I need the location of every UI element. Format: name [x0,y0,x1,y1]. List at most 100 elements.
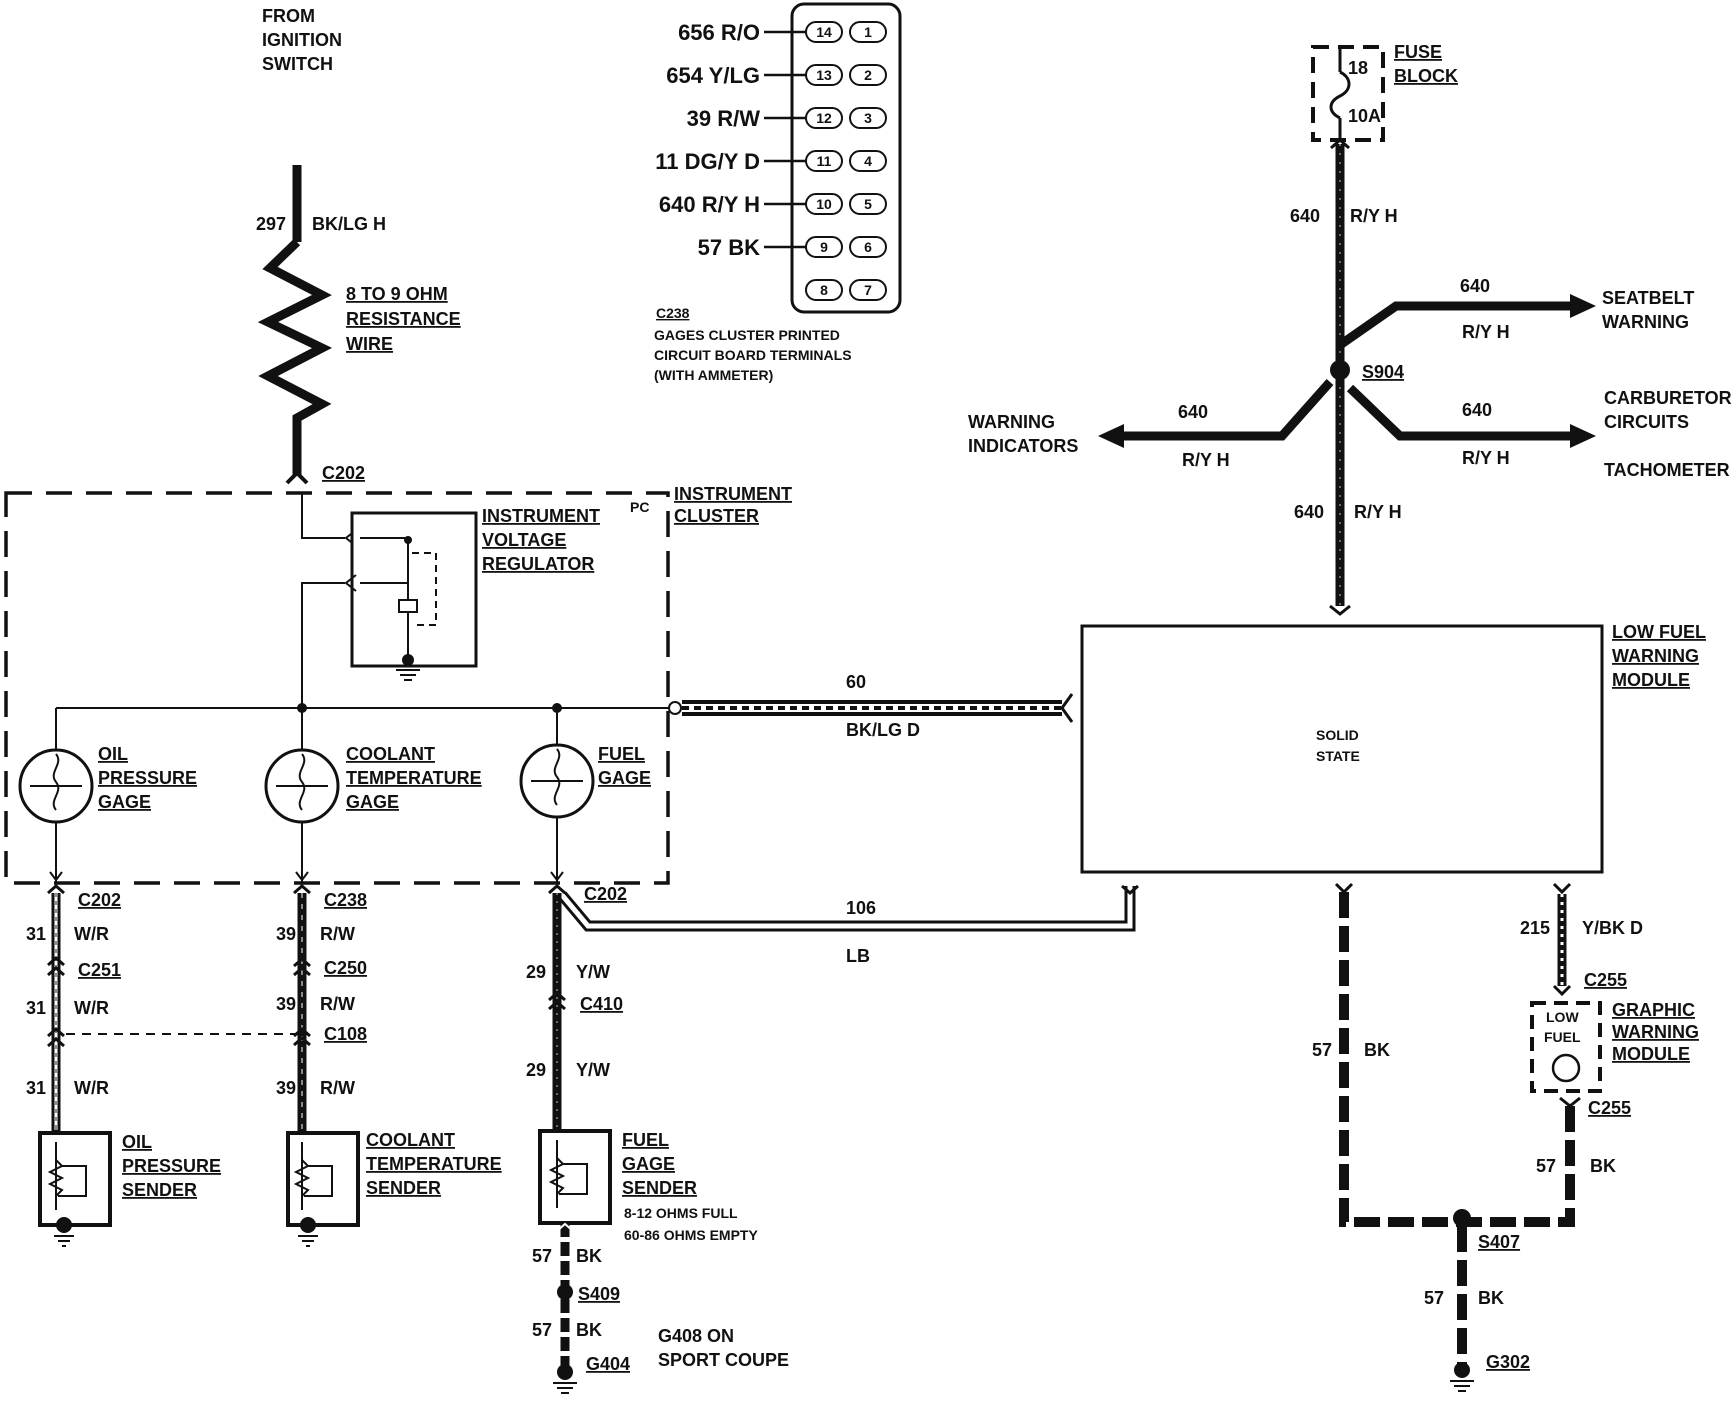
wire-106-circuit: 106 [846,898,876,918]
coolant-c250-label: C250 [324,958,367,978]
c238-caption-id: C238 [656,305,690,321]
fuse-title-1: FUSE [1394,42,1442,62]
coolant-sender-box [286,1131,360,1227]
warning-color: R/Y H [1182,450,1230,470]
c238-pin-number: 2 [864,67,872,83]
wire-106-color: LB [846,946,870,966]
coolant-c238-label: C238 [324,890,367,910]
s904-label: S904 [1362,362,1404,382]
warning-indicators-arrow-icon [1098,424,1124,448]
oil-seg3-color: W/R [74,1078,109,1098]
fuel-seg1-color: Y/W [576,962,610,982]
wire-106-connector-symbol [1121,884,1139,895]
fuel-sender-label-1: FUEL [622,1130,669,1150]
regulator-output-bus [301,582,345,708]
fuel-seg2-circuit: 29 [526,1060,546,1080]
wire-60-color: BK/LG D [846,720,920,740]
wire-60-circuit: 60 [846,672,866,692]
regulator-bimetal-icon [412,552,437,626]
regulator-feed-wire [301,493,345,539]
coolant-temperature-gage: COOLANT TEMPERATURE GAGE [264,708,482,883]
seatbelt-color: R/Y H [1462,322,1510,342]
carb-circuit: 640 [1462,400,1492,420]
fuse-block: 18 10A FUSE BLOCK [1311,42,1458,142]
c238-caption-1: GAGES CLUSTER PRINTED [654,327,840,343]
fuel-sender-label-3: SENDER [622,1178,697,1198]
c255-bottom-label: C255 [1588,1098,1631,1118]
g302-ground-icon [1450,1380,1474,1392]
ignition-color: BK/LG H [312,214,386,234]
fuse-block-border [1311,45,1385,142]
g404-ground-icon [553,1382,577,1394]
carburetor-label-1: CARBURETOR [1604,388,1732,408]
c238-pin-number: 8 [820,282,828,298]
fuel-gnd-seg2-circuit: 57 [532,1320,552,1340]
coolant-seg3-color: R/W [320,1078,355,1098]
oil-seg2-color: W/R [74,998,109,1018]
coolant-seg1-color: R/W [320,924,355,944]
module-title-1: LOW FUEL [1612,622,1706,642]
seatbelt-label-2: WARNING [1602,312,1689,332]
oil-sender-ground-icon [54,1235,74,1247]
fuel-gage-circuit: C202 C410 29 Y/W 29 Y/W FUEL GAGE SENDER… [526,884,789,1394]
c238-pin-socket-icon [849,193,887,215]
regulator-title-2: VOLTAGE [482,530,566,550]
c202-connector-symbol [285,470,309,485]
c238-pin-number: 7 [864,282,872,298]
c238-pin-number: 12 [816,110,832,126]
fuel-c202-label: C202 [584,884,627,904]
right-left-seg-color: BK [1364,1040,1390,1060]
c238-pin-socket-icon [805,64,843,86]
right-right-seg-circuit: 57 [1536,1156,1556,1176]
tachometer-label: TACHOMETER [1604,460,1730,480]
oil-gage-label-2: PRESSURE [98,768,197,788]
g408-note-2: SPORT COUPE [658,1350,789,1370]
regulator-title-3: REGULATOR [482,554,594,574]
fuel-gage-label-2: GAGE [598,768,651,788]
oil-pressure-gage: OIL PRESSURE GAGE [18,708,197,883]
coolant-sender-ground-icon [298,1235,318,1247]
coolant-c108-symbol [293,1027,311,1047]
graphic-inner-2: FUEL [1544,1029,1581,1045]
carb-color: R/Y H [1462,448,1510,468]
graphic-inner-1: LOW [1546,1009,1579,1025]
c255-top-label: C255 [1584,970,1627,990]
c238-caption-2: CIRCUIT BOARD TERMINALS [654,347,852,363]
oil-seg1-circuit: 31 [26,924,46,944]
voltage-regulator-box [350,511,478,668]
cluster-terminal-icon [668,701,682,715]
carburetor-label-2: CIRCUITS [1604,412,1689,432]
right-bottom-seg-color: BK [1478,1288,1504,1308]
coolant-c238-symbol [293,884,311,895]
ignition-label-1: FROM [262,6,315,26]
oil-c108-symbol [47,1027,65,1048]
oil-sender-ground-dot-icon [56,1217,72,1233]
c238-pin-socket-icon [849,150,887,172]
coolant-gage-label-1: COOLANT [346,744,435,764]
fuel-sender-spec-1: 8-12 OHMS FULL [624,1205,738,1221]
regulator-title-1: INSTRUMENT [482,506,600,526]
resistance-wire-zigzag [257,238,333,475]
c238-pin-socket-icon [805,236,843,258]
coolant-c250-symbol [293,957,311,977]
c238-pin-socket-icon [849,279,887,301]
c238-caption-3: (WITH AMMETER) [654,367,773,383]
c238-wire-label: 640 R/Y H [659,192,760,217]
right-bottom-seg-circuit: 57 [1424,1288,1444,1308]
oil-c202-symbol [47,884,65,895]
ignition-feed: FROM IGNITION SWITCH 297 BK/LG H 8 TO 9 … [256,6,461,485]
wire-215-color: Y/BK D [1582,918,1643,938]
fuse-rating: 10A [1348,106,1381,126]
fuel-seg1-circuit: 29 [526,962,546,982]
fuel-gage-label-1: FUEL [598,744,645,764]
c238-pin-number: 13 [816,67,832,83]
oil-gage-label-3: GAGE [98,792,151,812]
fuel-sender-label-2: GAGE [622,1154,675,1174]
